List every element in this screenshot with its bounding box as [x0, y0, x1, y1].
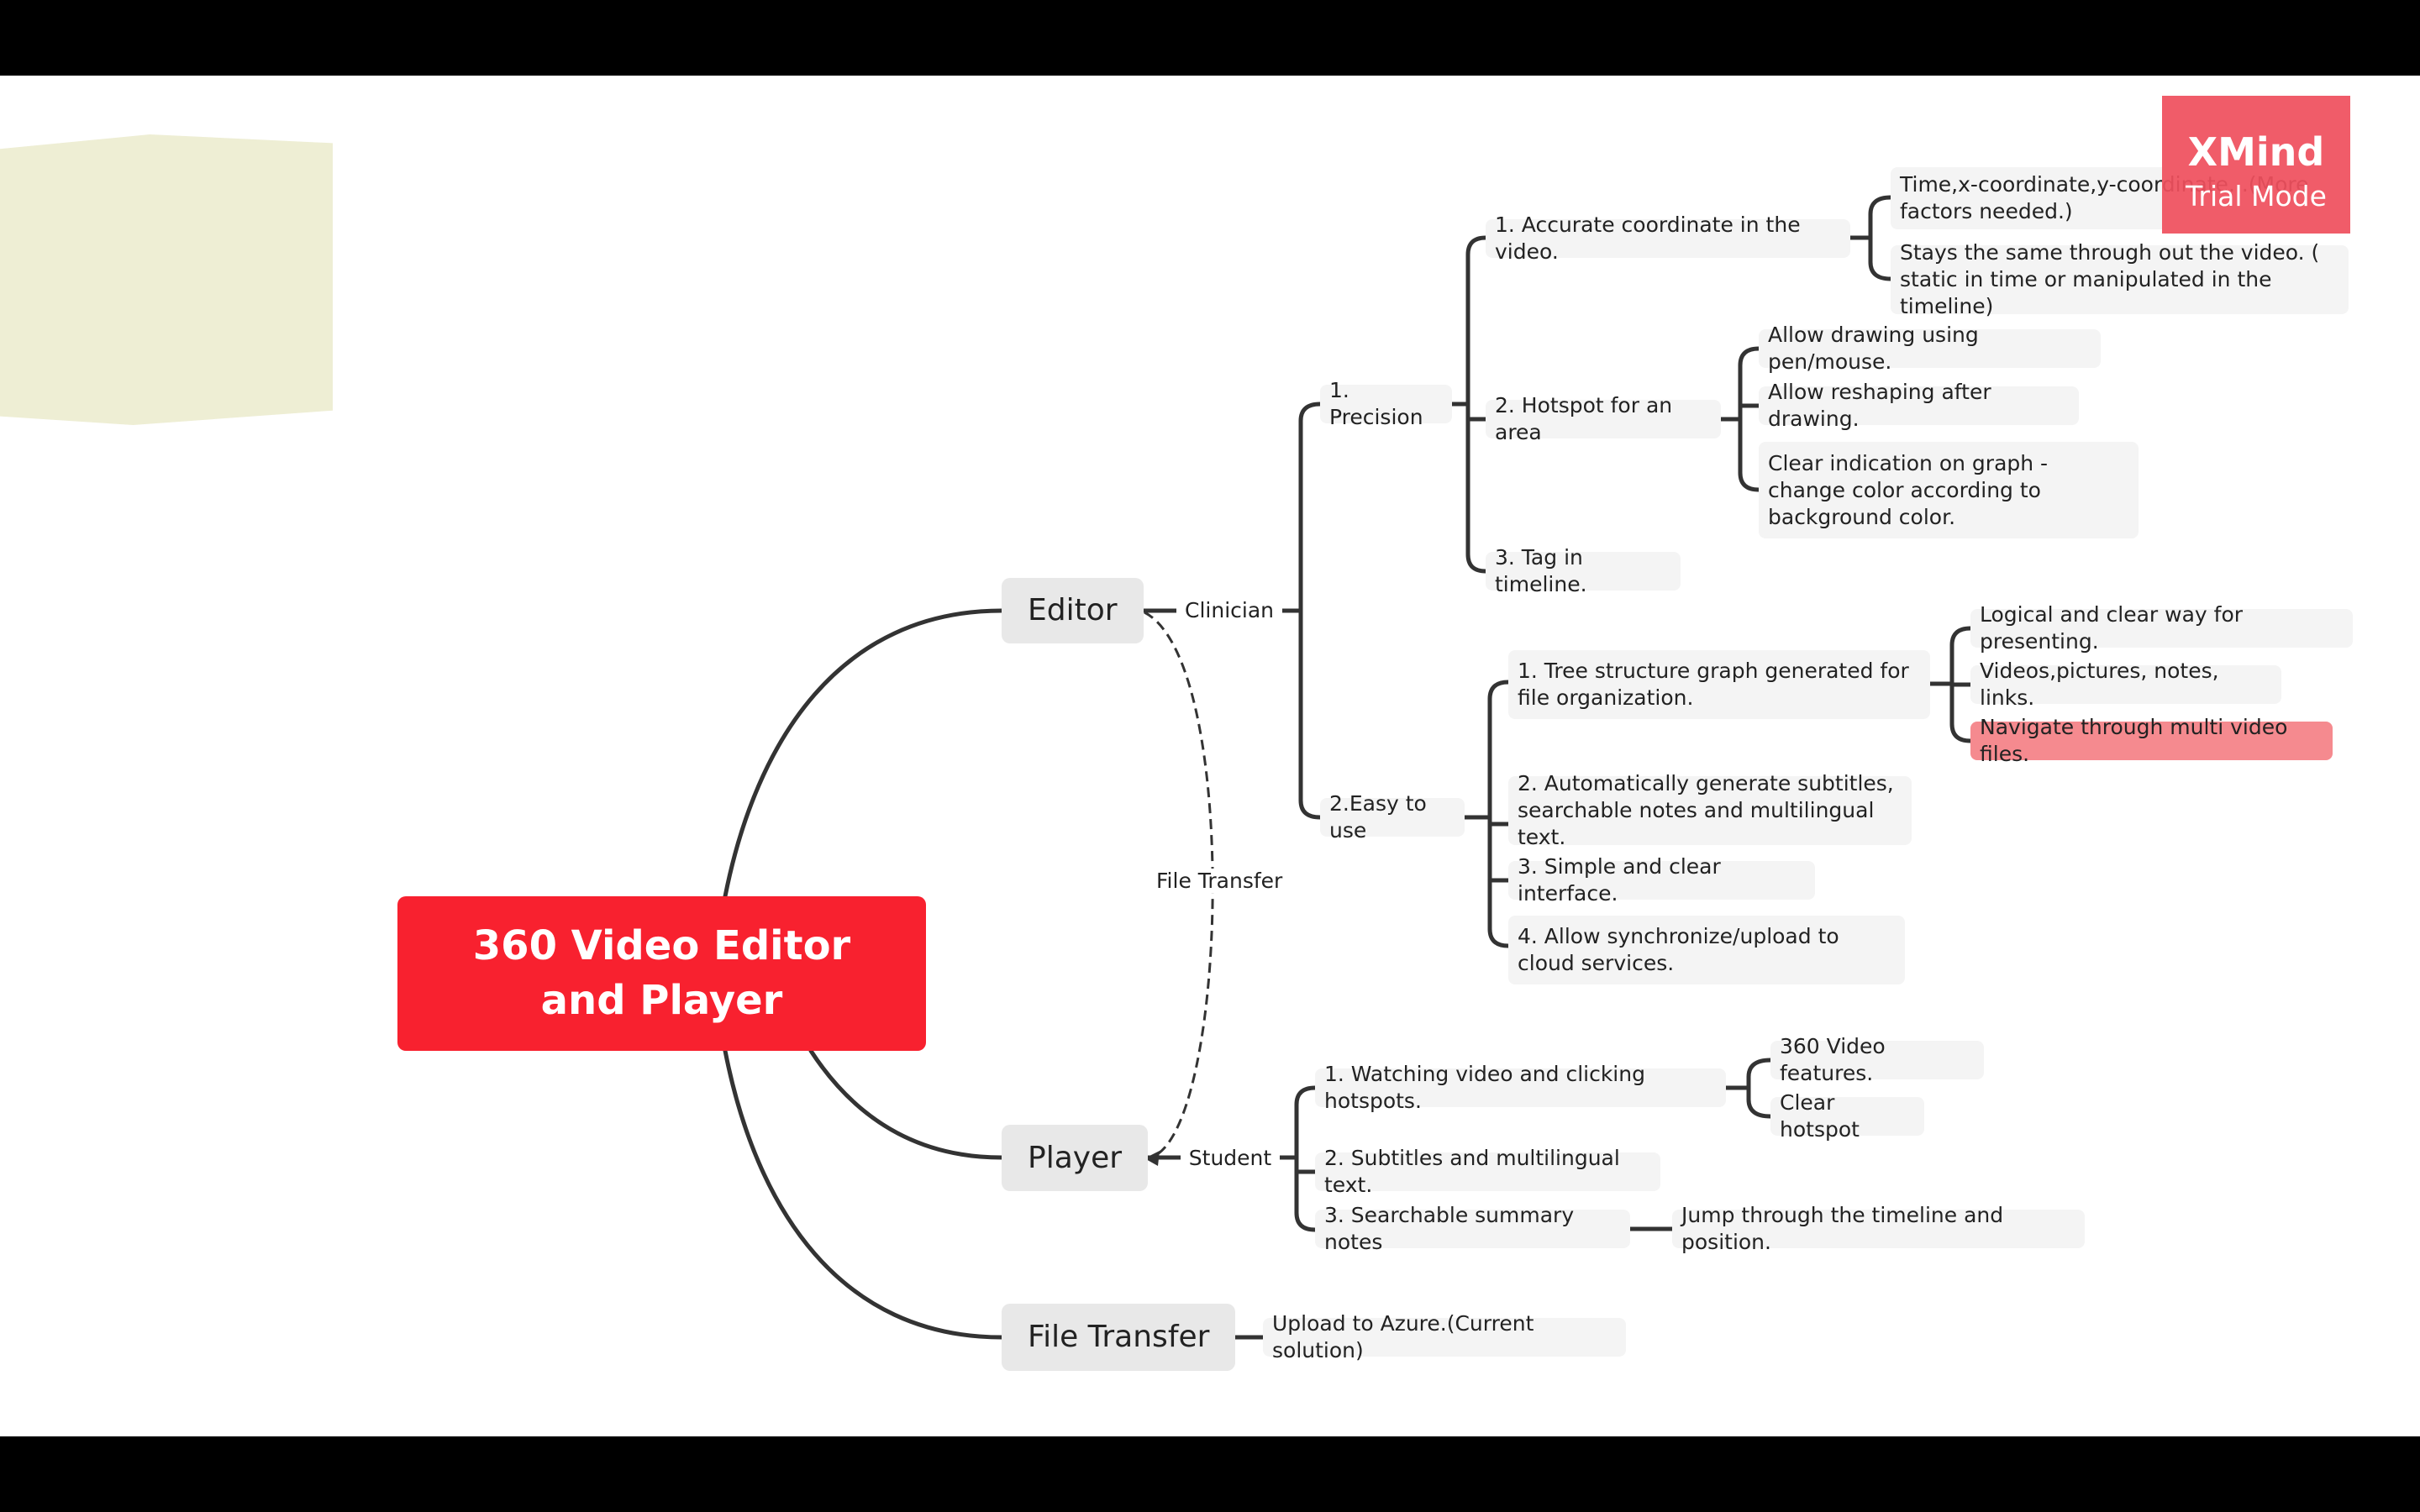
sticky-note[interactable] [0, 134, 333, 425]
node-upload-azure[interactable]: Upload to Azure.(Current solution) [1263, 1311, 1626, 1362]
node-navigate-multi-video[interactable]: Navigate through multi video files. [1970, 715, 2333, 766]
top-letterbox-bar [0, 0, 2420, 76]
node-clear-indication[interactable]: Clear indication on graph - change color… [1759, 442, 2139, 538]
bottom-letterbox-bar [0, 1436, 2420, 1512]
xmind-trial-watermark: XMind Trial Mode [2162, 96, 2350, 234]
subtopic-synchronize-cloud[interactable]: 4. Allow synchronize/upload to cloud ser… [1508, 916, 1905, 984]
subtopic-auto-subtitles[interactable]: 2. Automatically generate subtitles, sea… [1508, 771, 1912, 849]
subtopic-precision[interactable]: 1. Precision [1320, 378, 1452, 429]
main-topic-file-transfer[interactable]: File Transfer [1002, 1304, 1236, 1371]
subtopic-tree-structure[interactable]: 1. Tree structure graph generated for fi… [1508, 650, 1930, 719]
node-stays-same[interactable]: Stays the same through out the video. ( … [1891, 240, 2349, 318]
subtopic-simple-interface[interactable]: 3. Simple and clear interface. [1508, 854, 1815, 906]
role-label-student[interactable]: Student [1181, 1140, 1280, 1177]
watermark-title: XMind [2187, 129, 2325, 175]
subtopic-easy-to-use[interactable]: 2.Easy to use [1320, 791, 1465, 843]
subtopic-hotspot-area[interactable]: 2. Hotspot for an area [1486, 393, 1721, 444]
role-label-clinician[interactable]: Clinician [1176, 592, 1282, 629]
subtopic-watching-video[interactable]: 1. Watching video and clicking hotspots. [1315, 1062, 1726, 1113]
central-topic[interactable]: 360 Video Editor and Player [397, 896, 926, 1051]
relationship-label[interactable]: File Transfer [1153, 869, 1286, 893]
node-videos-pictures[interactable]: Videos,pictures, notes, links. [1970, 659, 2281, 710]
node-clear-hotspot[interactable]: Clear hotspot [1770, 1090, 1924, 1142]
main-topic-editor[interactable]: Editor [1002, 578, 1144, 643]
node-jump-timeline[interactable]: Jump through the timeline and position. [1672, 1203, 2085, 1254]
main-topic-player[interactable]: Player [1002, 1125, 1149, 1191]
subtopic-accurate-coordinate[interactable]: 1. Accurate coordinate in the video. [1486, 213, 1850, 264]
node-logical-clear[interactable]: Logical and clear way for presenting. [1970, 602, 2353, 654]
subtopic-subtitles-multilingual[interactable]: 2. Subtitles and multilingual text. [1315, 1146, 1660, 1197]
node-360-video-features[interactable]: 360 Video features. [1770, 1034, 1984, 1085]
subtopic-searchable-notes[interactable]: 3. Searchable summary notes [1315, 1203, 1630, 1254]
node-allow-reshaping[interactable]: Allow reshaping after drawing. [1759, 380, 2079, 431]
watermark-subtitle: Trial Mode [2186, 180, 2327, 213]
subtopic-tag-timeline[interactable]: 3. Tag in timeline. [1486, 545, 1681, 596]
node-allow-drawing[interactable]: Allow drawing using pen/mouse. [1759, 323, 2101, 374]
